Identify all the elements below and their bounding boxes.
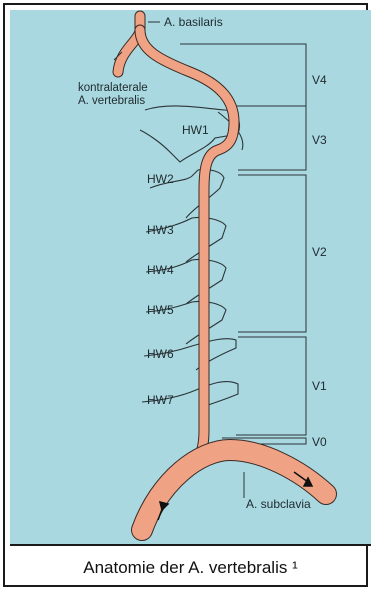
label-v4: V4 [312,73,327,87]
label-v1: V1 [312,379,327,393]
figure-caption: Anatomie der A. vertebralis ¹ [10,546,371,590]
label-basilaris: A. basilaris [164,15,223,29]
label-subclavia: A. subclavia [246,497,311,511]
label-hw3: HW3 [147,223,174,237]
label-v2: V2 [312,245,327,259]
label-hw5: HW5 [147,303,174,317]
label-hw6: HW6 [147,347,174,361]
label-contralateral-2: A. vertebralis [78,95,145,107]
label-hw4: HW4 [147,263,174,277]
label-hw1: HW1 [182,123,209,137]
figure-frame: A. basilaris kontralaterale A. vertebral… [3,3,368,587]
label-hw7: HW7 [147,393,174,407]
anatomy-illustration: A. basilaris kontralaterale A. vertebral… [10,10,371,546]
label-hw2: HW2 [147,172,174,186]
label-v0: V0 [312,435,327,449]
label-v3: V3 [312,133,327,147]
label-contralateral-1: kontralaterale [78,82,148,94]
